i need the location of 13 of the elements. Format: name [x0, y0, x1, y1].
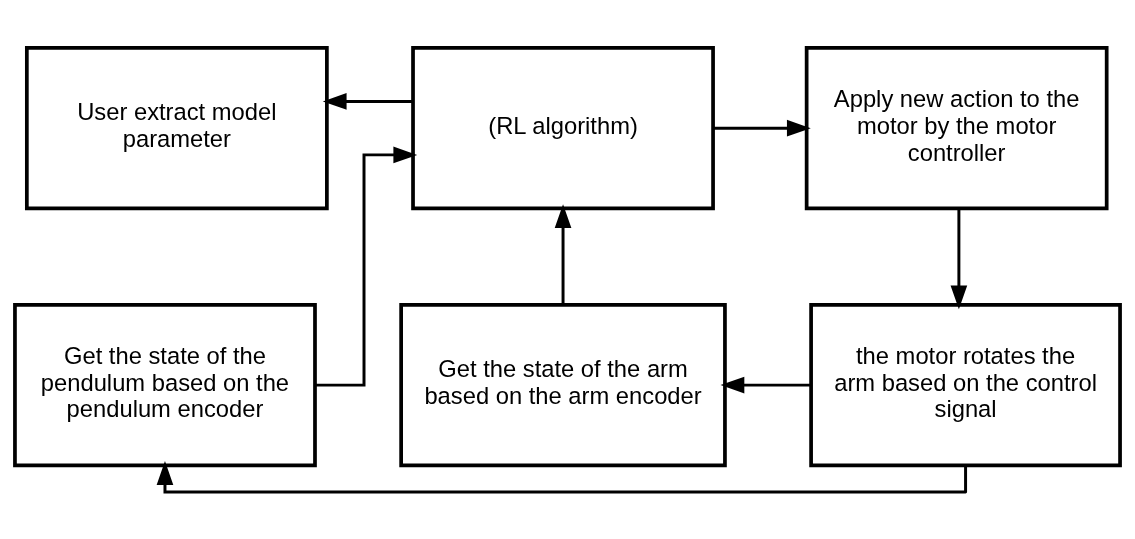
- node-box: Get the state of the pendulum based on the pendulum encoder: [13, 302, 317, 467]
- node-box: User extract model parameter: [25, 45, 329, 210]
- node-box: Apply new action to the motor by the motor controller: [804, 45, 1109, 210]
- node-box: Get the state of the arm based on the arm encoder: [399, 302, 727, 467]
- node-box: (RL algorithm): [411, 45, 715, 210]
- arrow: [156, 460, 968, 494]
- node-box: the motor rotates the arm based on the control signal: [809, 302, 1122, 467]
- arrow: [315, 146, 418, 387]
- arrow: [720, 376, 811, 393]
- arrow: [950, 208, 968, 309]
- arrow: [322, 92, 413, 110]
- arrow: [554, 203, 572, 305]
- arrow: [713, 119, 811, 136]
